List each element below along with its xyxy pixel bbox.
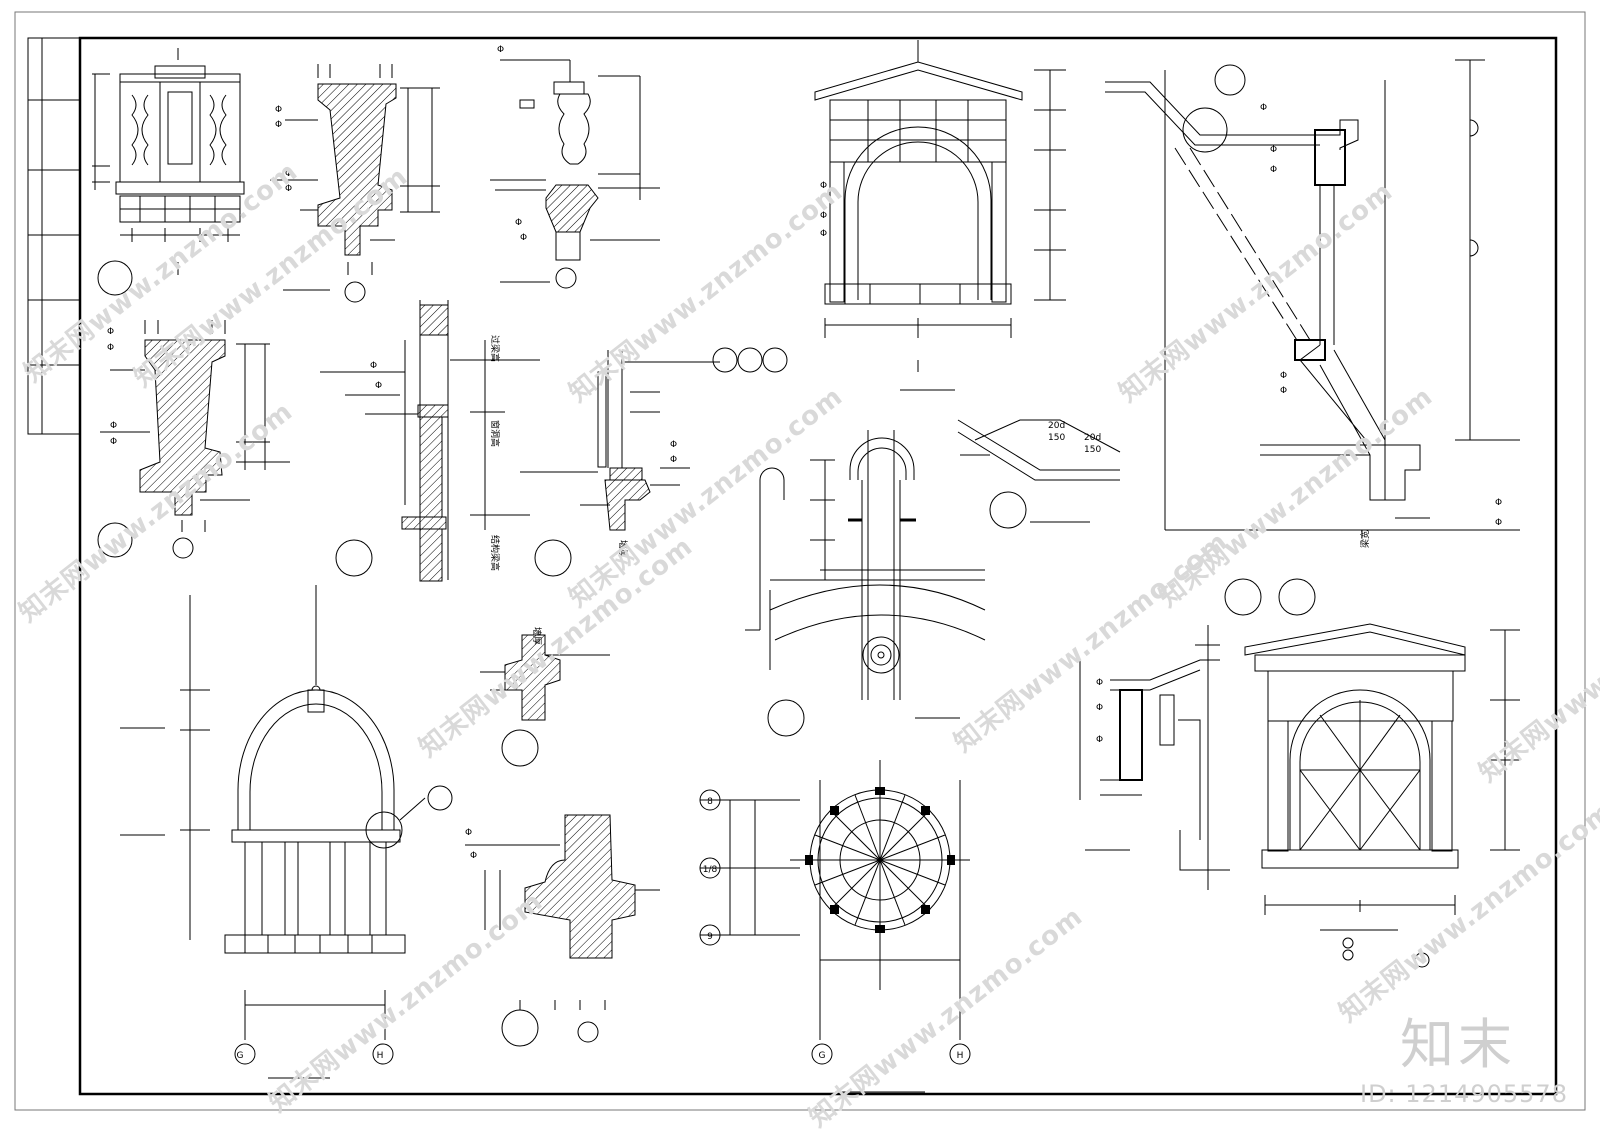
- phi-label: Φ: [370, 361, 377, 371]
- axis-label-g-right: G: [819, 1051, 826, 1061]
- phi-label: Φ: [670, 440, 677, 450]
- cupola-elevation: [120, 585, 453, 1079]
- structural-beam-height-note: 结构梁高: [489, 535, 501, 571]
- phi-label: Φ: [465, 828, 472, 838]
- detail-callout-circle: [97, 260, 133, 296]
- cornice-section-detail-1: Φ Φ Φ Φ: [270, 64, 440, 303]
- phi-label: Φ: [1270, 165, 1277, 175]
- phi-label: Φ: [520, 233, 527, 243]
- lintel-height-note: 过梁高: [489, 335, 501, 362]
- phi-label: Φ: [820, 229, 827, 239]
- phi-label: Φ: [515, 218, 522, 228]
- beam-width-note: 梁宽: [1359, 530, 1371, 548]
- axis-label-8: 8: [707, 797, 713, 807]
- phi-label: Φ: [1280, 386, 1287, 396]
- wall-lintel-section: Φ Φ: [320, 300, 540, 582]
- axis-label-1-8: 1/8: [703, 865, 718, 875]
- eaves-section-lower: [1079, 625, 1230, 890]
- arched-window-elevation: [814, 40, 1066, 391]
- arched-window-elevation-2: [1244, 623, 1520, 968]
- phi-label: Φ: [1280, 371, 1287, 381]
- phi-label: Φ: [107, 327, 114, 337]
- cornice-section-detail-2: Φ Φ Φ Φ: [97, 320, 290, 559]
- phi-label: Φ: [1096, 735, 1103, 745]
- phi-label: Φ: [110, 421, 117, 431]
- outer-sheet-border: [14, 11, 1586, 1111]
- phi-label: Φ: [285, 184, 292, 194]
- rebar-anchor-length: 20d: [1048, 421, 1065, 431]
- watermark-id: ID: 1214905578: [1360, 1080, 1568, 1108]
- phi-label: Φ: [820, 211, 827, 221]
- rebar-spacing: 150: [1084, 445, 1101, 455]
- phi-label: Φ: [497, 45, 504, 55]
- phi-label: Φ: [820, 181, 827, 191]
- window-opening-height-note: 窗洞高: [489, 420, 501, 447]
- cupola-plan: [699, 760, 971, 1093]
- drawing-frame: [78, 36, 1558, 1096]
- phi-label: Φ: [1096, 678, 1103, 688]
- phi-label: Φ: [470, 851, 477, 861]
- column-arch-elevation: [745, 430, 986, 737]
- rebar-spacing: 150: [1048, 433, 1065, 443]
- phi-label: Φ: [1096, 703, 1103, 713]
- parapet-section: Φ Φ: [520, 347, 788, 577]
- eaves-stair-section: [1105, 59, 1520, 616]
- axis-label-g-left: G: [237, 1051, 244, 1061]
- baluster-section-detail: Φ Φ Φ: [490, 45, 660, 289]
- phi-label: Φ: [107, 343, 114, 353]
- title-block-strip: [27, 37, 81, 435]
- phi-label: Φ: [275, 105, 282, 115]
- phi-label: Φ: [375, 381, 382, 391]
- phi-label: Φ: [1260, 103, 1267, 113]
- phi-label: Φ: [1495, 518, 1502, 528]
- wall-thickness-note: 墙厚: [531, 627, 543, 645]
- phi-labels-right: Φ Φ Φ Φ Φ Φ Φ Φ Φ Φ Φ Φ Φ: [820, 103, 1502, 745]
- wall-cross-section: [480, 634, 610, 767]
- axis-label-9: 9: [707, 932, 713, 942]
- phi-label: Φ: [275, 120, 282, 130]
- phi-label: Φ: [1495, 498, 1502, 508]
- rebar-anchorage-detail: [957, 419, 1121, 529]
- phi-label: Φ: [1270, 145, 1277, 155]
- phi-label: Φ: [110, 437, 117, 447]
- phi-label: Φ: [670, 455, 677, 465]
- phi-label: Φ: [285, 169, 292, 179]
- axis-label-h-left: H: [377, 1051, 384, 1061]
- cornice-section-detail-3: Φ Φ: [465, 814, 660, 1047]
- rebar-anchor-length: 20d: [1084, 433, 1101, 443]
- balustrade-elevation-detail: [92, 48, 245, 296]
- axis-label-h-right: H: [957, 1051, 964, 1061]
- wall-thickness-note: 墙厚: [617, 540, 629, 558]
- watermark-brand: 知末: [1400, 1013, 1516, 1076]
